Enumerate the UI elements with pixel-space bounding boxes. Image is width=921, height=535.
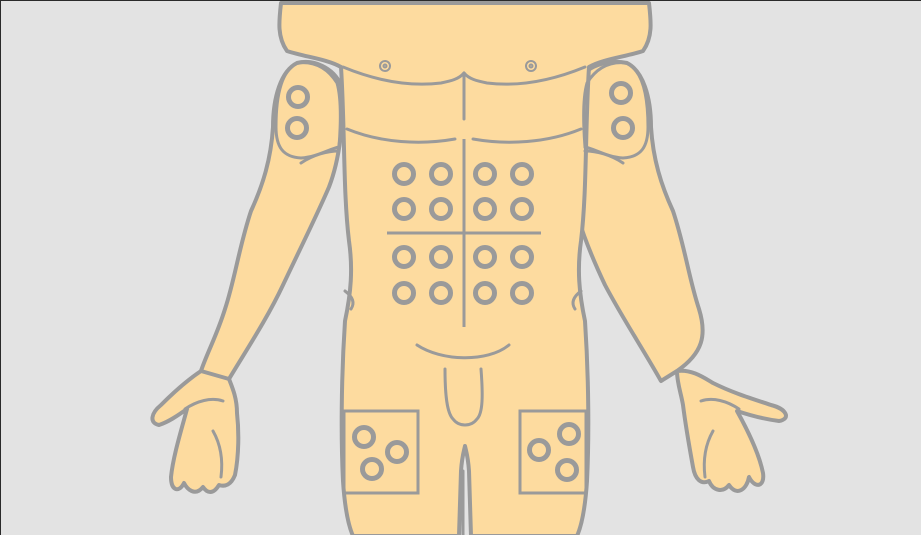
- body-outline-figure: [1, 1, 921, 535]
- body-diagram: [0, 0, 921, 535]
